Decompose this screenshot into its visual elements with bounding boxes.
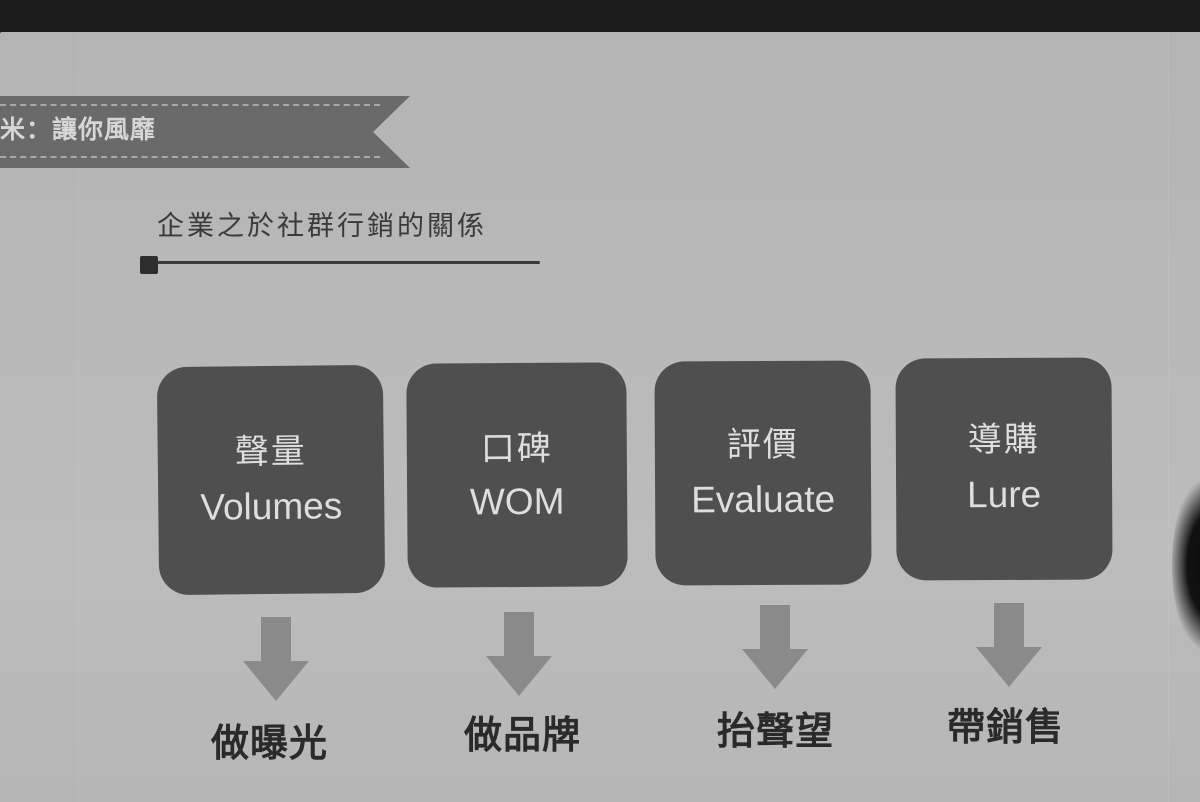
box-label-zh: 口碑	[480, 428, 553, 470]
screen-seam	[1168, 32, 1169, 802]
arrow-down-icon	[976, 603, 1042, 687]
box-label-zh: 導購	[967, 419, 1040, 461]
arrow-down-icon	[742, 605, 808, 689]
result-label-brand: 做品牌	[464, 713, 582, 757]
ribbon-title: 米：讓你風靡	[0, 115, 157, 144]
box-label-en: Volumes	[200, 485, 343, 528]
result-label-sales: 帶銷售	[947, 705, 1065, 749]
concept-box-wom: 口碑 WOM	[406, 362, 628, 588]
concept-box-evaluate: 評價 Evaluate	[654, 360, 872, 586]
box-label-zh: 聲量	[234, 431, 307, 473]
arrow-down-icon	[486, 612, 552, 696]
concept-box-lure: 導購 Lure	[895, 357, 1113, 581]
screen-seam	[78, 32, 79, 802]
arrow-down-icon	[243, 617, 309, 701]
box-label-zh: 評價	[726, 424, 799, 466]
heading-marker	[140, 256, 158, 274]
result-label-reputation: 抬聲望	[717, 709, 835, 753]
heading-underline	[148, 261, 540, 264]
concept-box-volumes: 聲量 Volumes	[156, 364, 386, 596]
section-heading: 企業之於社群行銷的關係	[157, 211, 487, 242]
box-label-en: WOM	[469, 480, 565, 523]
box-label-en: Lure	[966, 473, 1042, 516]
result-label-exposure: 做曝光	[211, 721, 329, 765]
title-ribbon	[0, 96, 410, 168]
box-label-en: Evaluate	[691, 478, 836, 521]
ribbon-stitching	[0, 104, 380, 158]
